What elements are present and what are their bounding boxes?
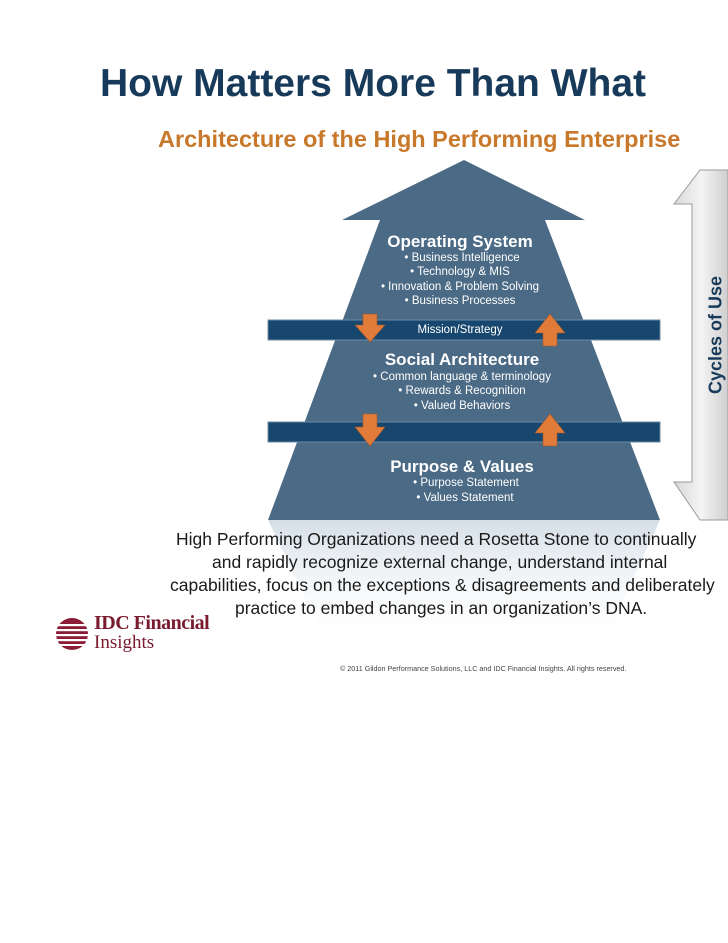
logo-line1: IDC Financial [94, 612, 210, 634]
sa-bullet: • Rewards & Recognition [398, 385, 526, 397]
sa-bullet: • Valued Behaviors [413, 400, 511, 412]
down-arrow-icon [354, 313, 386, 343]
down-arrow-icon [354, 413, 386, 447]
cycles-double-arrow [672, 169, 728, 521]
operating-system-heading: Operating System [387, 232, 533, 251]
logo-line2: Insights [94, 632, 155, 653]
slide-subtitle: Architecture of the High Performing Ente… [158, 126, 681, 152]
pv-bullet: • Values Statement [416, 492, 514, 504]
social-architecture-heading: Social Architecture [384, 350, 540, 369]
up-arrow-icon [534, 413, 566, 447]
os-bullet: • Business Intelligence [404, 252, 520, 264]
body-line: and rapidly recognize external change, u… [212, 552, 668, 572]
os-bullet: • Technology & MIS [410, 266, 510, 278]
copyright-notice: © 2011 Gildon Performance Solutions, LLC… [340, 664, 627, 673]
logo-wordmark: IDC Financial Insights [94, 612, 210, 653]
pyramid-arrowhead [342, 160, 585, 220]
body-line: capabilities, focus on the exceptions & … [170, 575, 715, 595]
pyramid-reflection [268, 520, 660, 650]
body-line: practice to embed changes in an organiza… [235, 598, 648, 618]
idc-logo: IDC Financial Insights [54, 613, 210, 655]
pyramid-shape [268, 220, 660, 520]
lower-band [267, 421, 661, 443]
pv-bullet: • Purpose Statement [413, 477, 519, 489]
purpose-values-heading: Purpose & Values [390, 457, 534, 476]
os-bullet: • Innovation & Problem Solving [380, 281, 540, 293]
cycles-of-use-label: Cycles of Use [705, 275, 726, 395]
sa-bullet: • Common language & terminology [373, 371, 551, 383]
slide-title: How Matters More Than What [100, 62, 647, 105]
body-line: High Performing Organizations need a Ros… [176, 529, 697, 549]
globe-icon [56, 618, 88, 650]
up-arrow-icon [534, 313, 566, 347]
mission-strategy-label: Mission/Strategy [417, 324, 503, 336]
os-bullet: • Business Processes [404, 295, 516, 307]
